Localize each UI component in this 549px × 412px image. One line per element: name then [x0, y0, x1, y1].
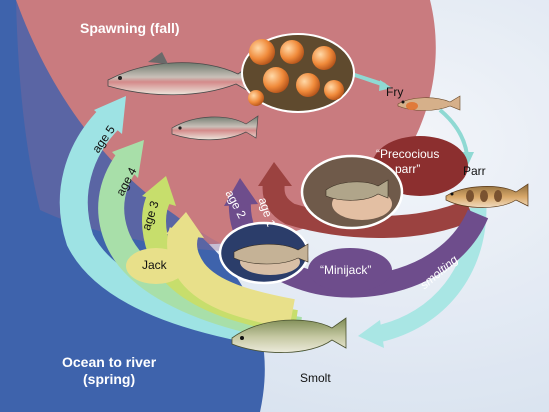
ocean-label: Ocean to river (spring) [62, 354, 157, 387]
minijack-photo [218, 221, 392, 292]
precocious-parr-photo [300, 136, 468, 230]
jack-label: Jack [142, 258, 167, 272]
smolt-fish-icon [231, 317, 347, 353]
spawning-label: Spawning (fall) [80, 20, 180, 36]
smolt-label: Smolt [300, 371, 331, 385]
parr-label: Parr [463, 164, 486, 178]
fry-label: Fry [386, 85, 404, 99]
jack-arrow [167, 227, 295, 329]
fry-fish-icon [397, 95, 461, 111]
fry-to-parr-arrow [438, 108, 469, 156]
adult-salmon-small-icon [171, 115, 259, 141]
parr-fish-icon [445, 183, 529, 208]
salmon-eggs-icon [241, 33, 355, 113]
age1-arrow [262, 180, 475, 238]
precocious-parr-label: “Precocious parr” [376, 147, 440, 176]
minijack-label: “Minijack” [320, 263, 372, 277]
